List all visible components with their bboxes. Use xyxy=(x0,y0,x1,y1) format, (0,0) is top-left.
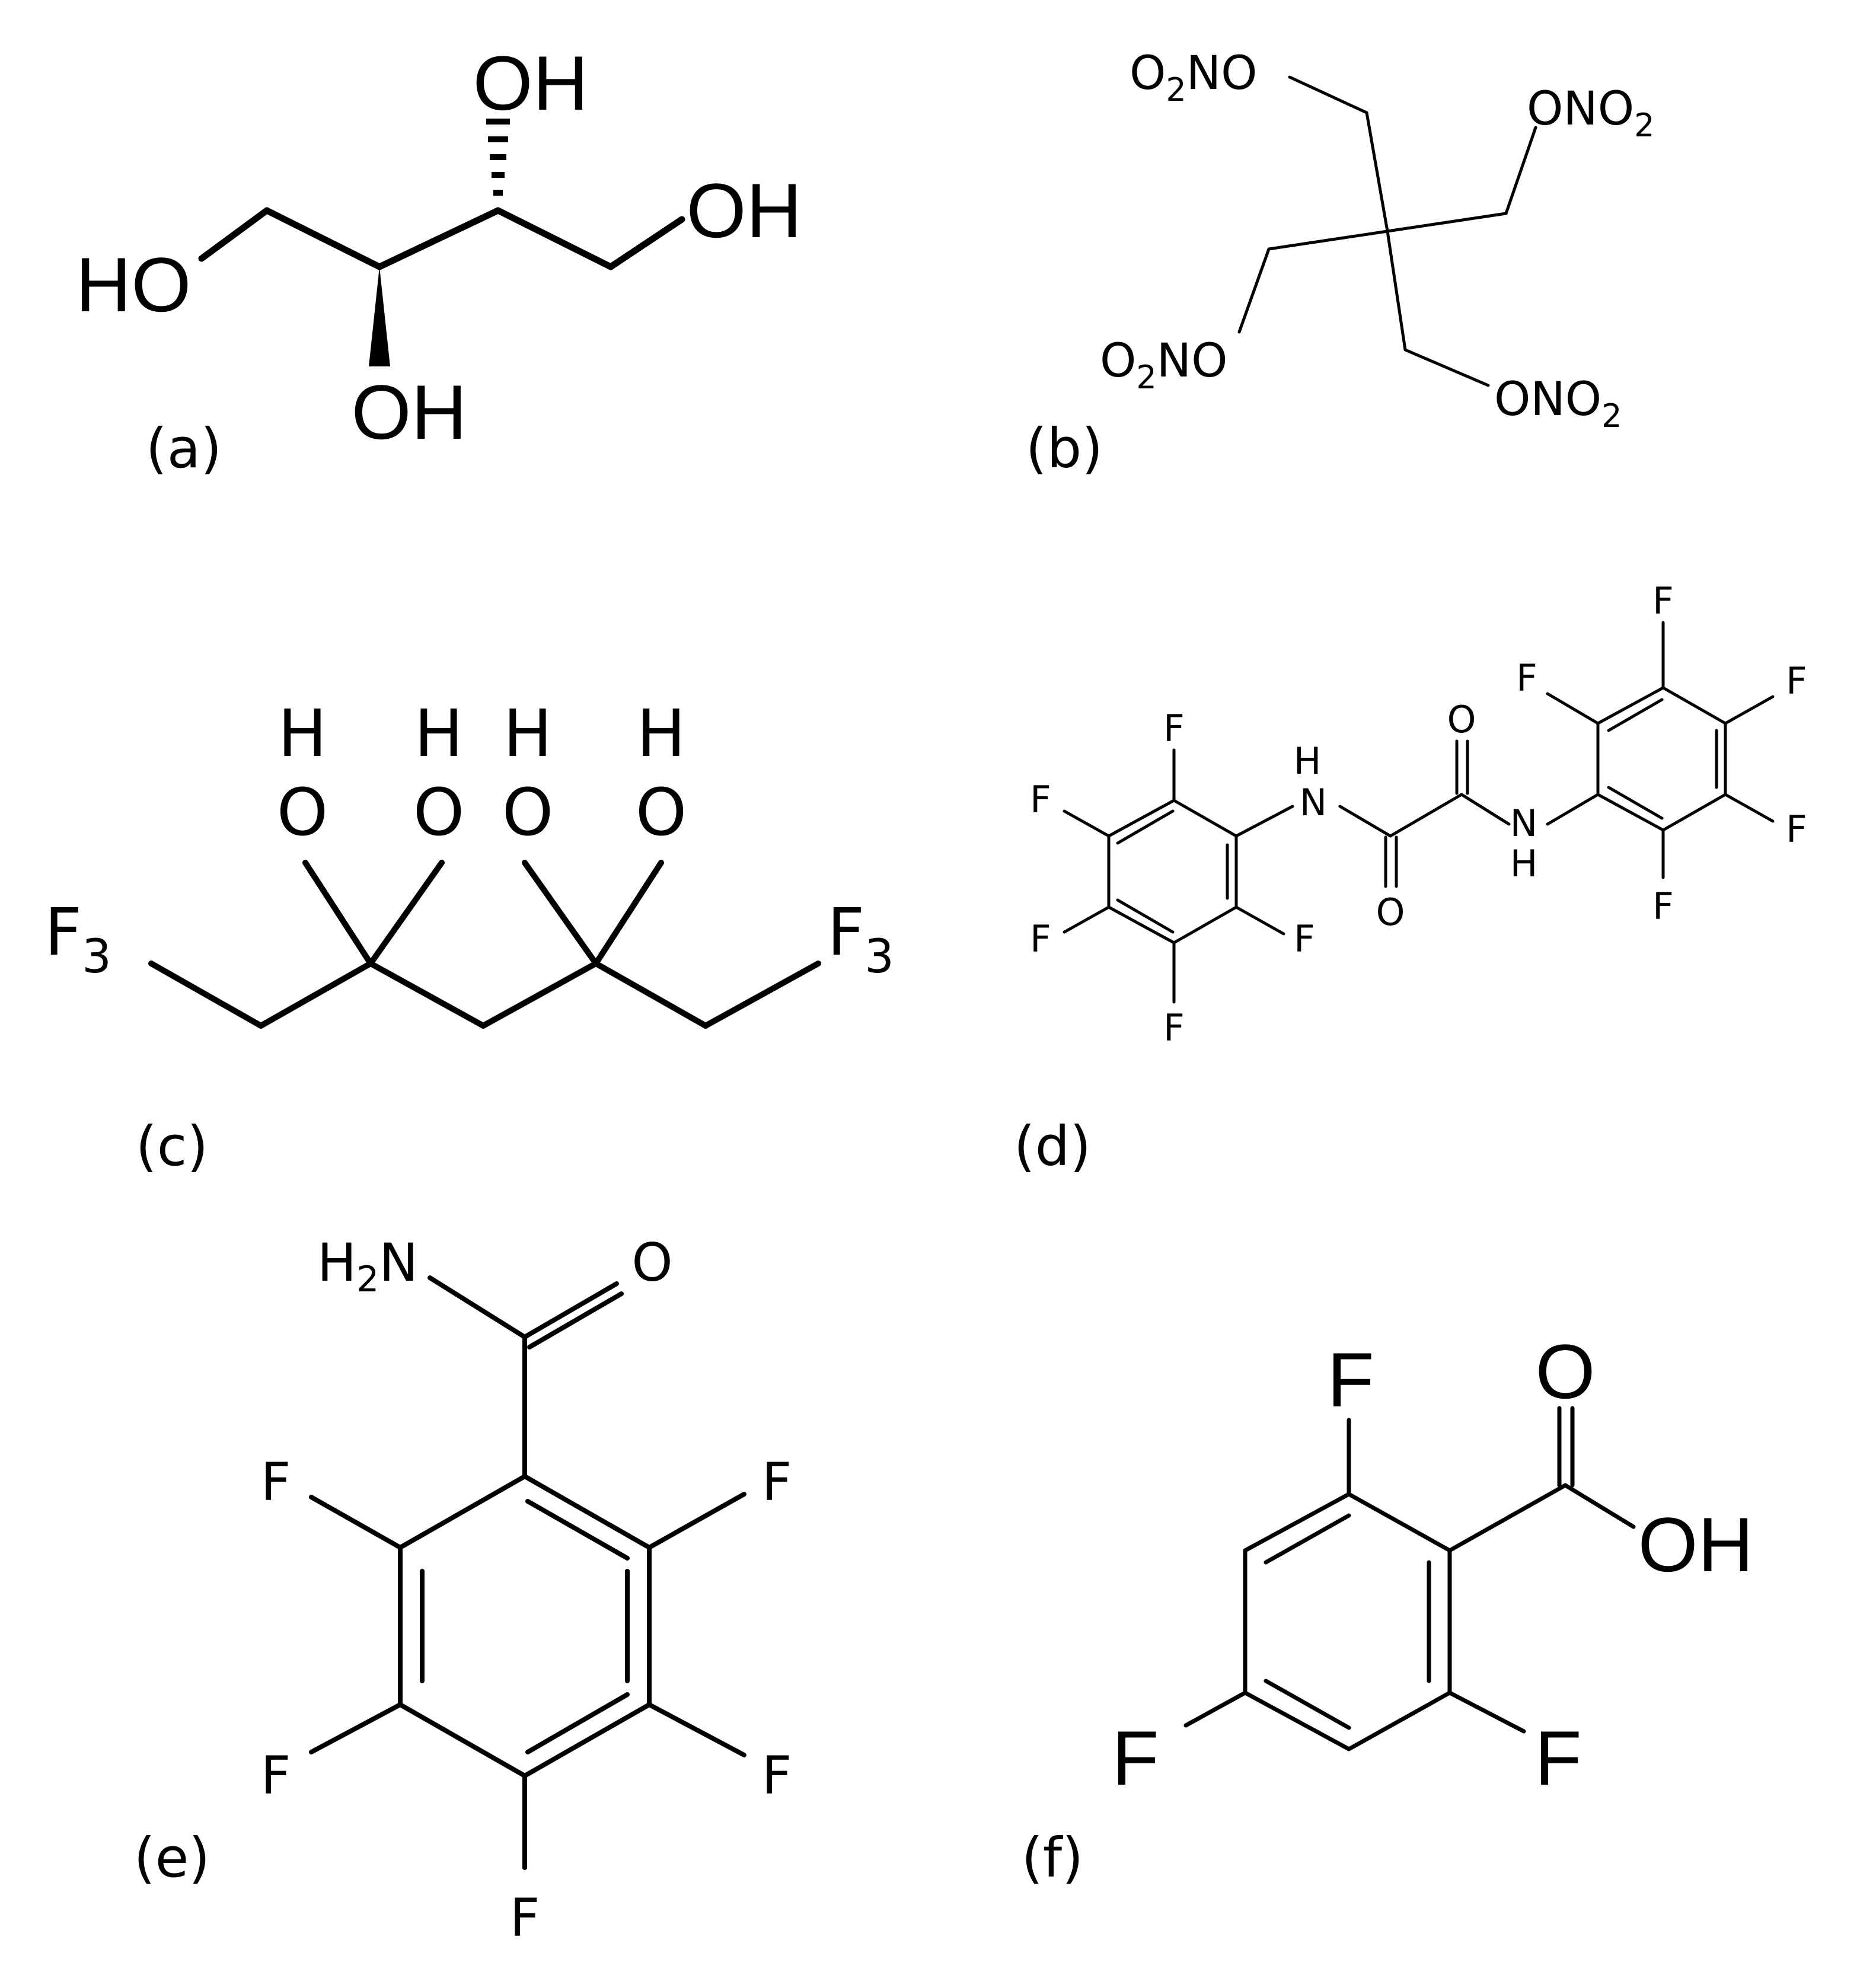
panel-d-nh-left-hydrogen: H xyxy=(1294,739,1322,783)
panel-e-fluorine-3: F xyxy=(261,1745,291,1806)
panel-a-oh-right: OH xyxy=(687,167,802,254)
panel-d-fluorine-10: F xyxy=(1652,885,1674,928)
panel-b-label: (b) xyxy=(1026,417,1103,480)
panel-d-oxygen-upper: O xyxy=(1447,698,1476,741)
panel-a-molecule: HO OH OH OH xyxy=(76,40,802,455)
panel-e-molecule: H2N O F F F F F xyxy=(261,1232,792,1948)
panel-a-ho: HO xyxy=(76,241,192,328)
panel-d-fluorine-2: F xyxy=(1030,778,1051,821)
panel-d-nh-left-nitrogen: N xyxy=(1300,781,1327,824)
panel-b-group-bottom-right: ONO2 xyxy=(1494,373,1622,435)
panel-d-fluorine-1: F xyxy=(1163,707,1185,750)
panel-c-molecule: H H H H O O O O F3 F3 xyxy=(44,695,894,1029)
panel-d-fluorine-3: F xyxy=(1030,917,1051,961)
panel-c-hydrogen-1: H xyxy=(278,695,327,771)
panel-b-molecule: O2NO ONO2 O2NO ONO2 xyxy=(1100,47,1655,435)
panel-c-hydrogen-2: H xyxy=(414,695,464,771)
panel-c-cf3-left: F3 xyxy=(44,894,111,984)
panel-f-fluorine-left: F xyxy=(1112,1715,1159,1801)
panel-f-molecule: F O OH F F xyxy=(1112,1328,1753,1801)
panel-d-label: (d) xyxy=(1014,1115,1091,1178)
panel-f-fluorine-right: F xyxy=(1534,1715,1581,1801)
panel-e-fluorine-4: F xyxy=(762,1745,792,1806)
panel-f-fluorine-top: F xyxy=(1327,1336,1374,1423)
panel-d-fluorine-4: F xyxy=(1163,1006,1185,1049)
panel-f-hydroxyl: OH xyxy=(1638,1501,1754,1588)
panel-d-fluorine-8: F xyxy=(1786,659,1807,703)
panel-e-amine: H2N xyxy=(317,1232,418,1300)
panel-c-hydrogen-4: H xyxy=(637,695,686,771)
panel-b-group-top-left: O2NO xyxy=(1130,47,1258,109)
panel-c-cf3-right: F3 xyxy=(827,894,894,984)
panel-a-oh-top: OH xyxy=(473,40,589,126)
panel-e-fluorine-1: F xyxy=(261,1451,291,1513)
panel-c-oxygen-1: O xyxy=(277,774,328,850)
panel-f-oxygen: O xyxy=(1535,1328,1595,1415)
panel-d-nh-right-hydrogen: H xyxy=(1510,842,1538,885)
panel-d-fluorine-6: F xyxy=(1652,579,1674,623)
panel-e-fluorine-5: F xyxy=(510,1887,540,1948)
panel-c-hydrogen-3: H xyxy=(503,695,553,771)
panel-d-oxygen-lower: O xyxy=(1376,891,1405,934)
panel-e-label: (e) xyxy=(134,1826,210,1890)
panel-d-fluorine-5: F xyxy=(1294,917,1315,961)
panel-b-group-top-right: ONO2 xyxy=(1527,82,1655,144)
panel-a-label: (a) xyxy=(146,417,222,480)
panel-c-oxygen-3: O xyxy=(502,774,554,850)
panel-c-oxygen-2: O xyxy=(413,774,465,850)
panel-e-oxygen: O xyxy=(631,1232,672,1293)
panel-c-oxygen-4: O xyxy=(636,774,687,850)
panel-e-fluorine-2: F xyxy=(762,1451,792,1513)
panel-d-nh-right-nitrogen: N xyxy=(1510,802,1537,845)
panel-d-fluorine-9: F xyxy=(1786,808,1807,851)
panel-f-label: (f) xyxy=(1022,1826,1083,1890)
panel-d-fluorine-7: F xyxy=(1516,656,1537,700)
panel-d-molecule: F F F F F H N O O N H F F F F F xyxy=(1030,579,1807,1049)
panel-b-group-bottom-left: O2NO xyxy=(1100,334,1228,396)
panel-c-label: (c) xyxy=(136,1115,208,1178)
panel-a-oh-bottom: OH xyxy=(352,369,467,455)
